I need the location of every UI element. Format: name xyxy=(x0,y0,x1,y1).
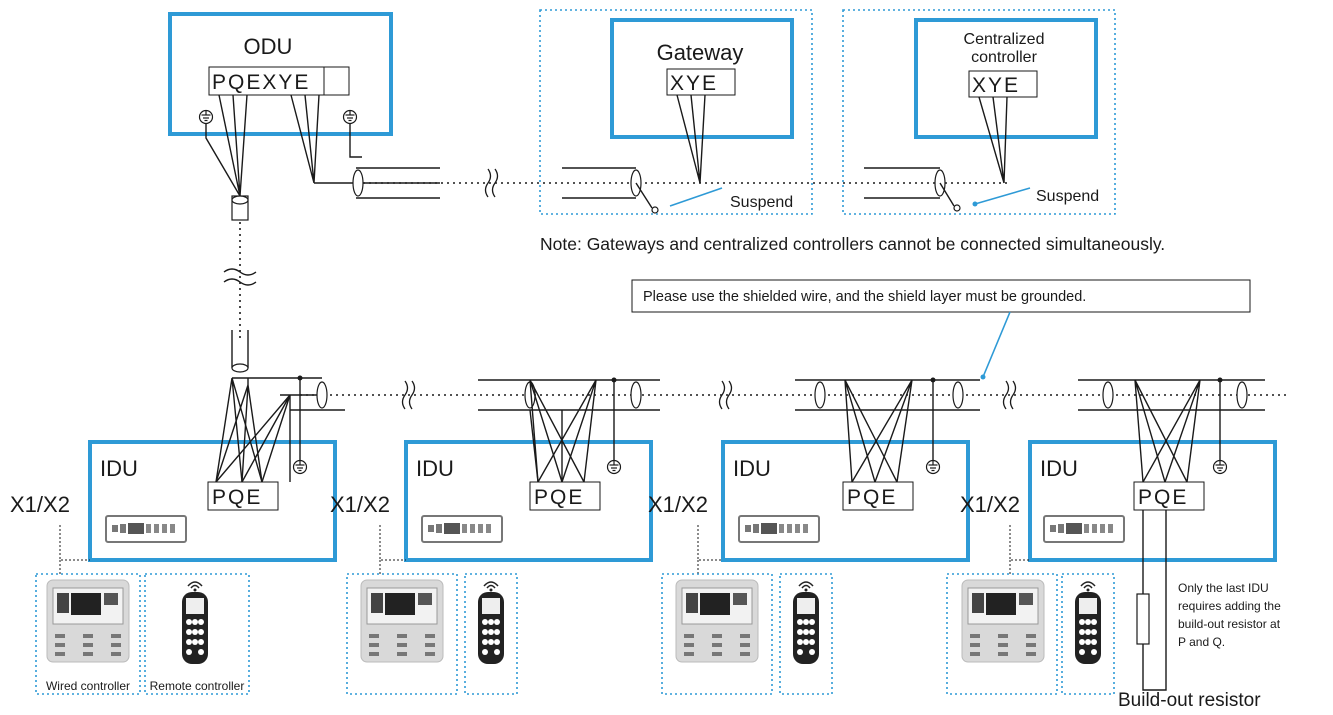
idu-bus-wiring xyxy=(232,375,1290,411)
idu-4: IDU PQE X1/X2 Only the last IDU requires… xyxy=(946,379,1281,711)
resistor-note-line4: P and Q. xyxy=(1178,635,1225,649)
idu-box xyxy=(88,440,337,562)
idu-port-label: X1/X2 xyxy=(330,492,390,517)
idu-port-label: X1/X2 xyxy=(10,492,70,517)
shielded-cable-icon xyxy=(630,381,642,409)
wired-controller-frame xyxy=(35,573,141,695)
idu-port-label: X1/X2 xyxy=(648,492,708,517)
remote-controller-icon xyxy=(792,581,820,665)
gateway-suspend-label: Suspend xyxy=(730,194,793,211)
odu-terminals: PQEXYE xyxy=(212,71,310,94)
idu-box xyxy=(404,440,653,562)
break-mark-icon xyxy=(718,380,733,410)
remote-controller-frame xyxy=(144,573,250,695)
ground-icon xyxy=(925,459,941,475)
resistor-note-line1: Only the last IDU xyxy=(1178,581,1269,595)
idu-box xyxy=(1028,440,1277,562)
gateway-dashed-frame xyxy=(539,9,813,215)
centralized-dashed-frame xyxy=(842,9,1116,215)
idu-title: IDU xyxy=(733,456,771,481)
idu-title: IDU xyxy=(1040,456,1078,481)
idu-2: IDU PQE X1/X2 xyxy=(330,379,653,695)
ground-icon xyxy=(292,459,308,475)
idu-terminals: PQE xyxy=(847,486,897,509)
odu-unit: ODU PQEXYE xyxy=(168,12,393,136)
remote-controller-frame xyxy=(1061,573,1115,695)
odu-wiring xyxy=(205,94,1010,373)
gateway-group: Gateway XYE Suspend xyxy=(539,9,813,215)
ground-icon xyxy=(198,109,214,125)
wired-controller-icon xyxy=(675,579,759,663)
centralized-title-line1: Centralized xyxy=(964,31,1045,48)
centralized-terminals: XYE xyxy=(972,74,1020,97)
wired-controller-icon xyxy=(46,579,130,663)
display-panel-icon xyxy=(421,515,503,543)
gateway-terminals: XYE xyxy=(670,72,718,95)
wired-controller-frame xyxy=(346,573,458,695)
odu-terminal-block xyxy=(208,66,350,96)
wired-controller-icon xyxy=(360,579,444,663)
shielded-cable-icon xyxy=(814,381,826,409)
shielded-cable-icon xyxy=(352,169,364,197)
remote-controller-icon xyxy=(181,581,209,665)
idu-terminal-block xyxy=(207,481,279,511)
idu-terminal-block xyxy=(529,481,601,511)
shielded-cable-icon xyxy=(1236,381,1248,409)
gateway-terminal-block xyxy=(666,68,736,96)
wired-controller-frame xyxy=(946,573,1058,695)
display-panel-icon xyxy=(105,515,187,543)
shielded-cable-icon xyxy=(1102,381,1114,409)
ground-icon xyxy=(342,109,358,125)
remote-controller-icon xyxy=(477,581,505,665)
wired-controller-frame xyxy=(661,573,773,695)
odu-box xyxy=(168,12,393,136)
note-text: Note: Gateways and centralized controlle… xyxy=(540,234,1165,254)
idu-port-label: X1/X2 xyxy=(960,492,1020,517)
remote-controller-label: Remote controller xyxy=(150,679,245,693)
remote-controller-frame xyxy=(779,573,833,695)
wired-controller-label: Wired controller xyxy=(46,679,130,693)
remote-controller-icon xyxy=(1074,581,1102,665)
build-out-resistor-label: Build-out resistor xyxy=(1118,690,1261,711)
centralized-controller-group: Centralized controller XYE Suspend xyxy=(842,9,1116,215)
shielded-cable-icon xyxy=(952,381,964,409)
shielded-cable-icon xyxy=(231,363,249,373)
centralized-title-line2: controller xyxy=(971,49,1037,66)
resistor-note-line2: requires adding the xyxy=(1178,599,1281,613)
idu-title: IDU xyxy=(100,456,138,481)
idu-title: IDU xyxy=(416,456,454,481)
callout-text: Please use the shielded wire, and the sh… xyxy=(643,289,1086,305)
centralized-terminal-block xyxy=(968,70,1038,98)
resistor-note-line3: build-out resistor at xyxy=(1178,617,1281,631)
idu-box xyxy=(721,440,970,562)
display-panel-icon xyxy=(1043,515,1125,543)
wired-controller-icon xyxy=(961,579,1045,663)
callout-box xyxy=(631,279,1251,313)
ground-icon xyxy=(1212,459,1228,475)
display-panel-icon xyxy=(738,515,820,543)
idu-terminals: PQE xyxy=(534,486,584,509)
idu-terminal-block xyxy=(842,481,914,511)
remote-controller-frame xyxy=(464,573,518,695)
idu-terminals: PQE xyxy=(212,486,262,509)
shielded-cable-icon xyxy=(231,195,249,205)
ground-icon xyxy=(606,459,622,475)
idu-terminal-block xyxy=(1133,481,1205,511)
idu-3: IDU PQE X1/X2 xyxy=(648,379,970,695)
odu-title: ODU xyxy=(244,34,293,59)
break-mark-icon xyxy=(484,168,499,198)
gateway-title: Gateway xyxy=(657,40,744,65)
centralized-suspend-label: Suspend xyxy=(1036,188,1099,205)
resistor-icon xyxy=(1136,593,1150,645)
idu-terminals: PQE xyxy=(1138,486,1188,509)
shielded-cable-icon xyxy=(316,381,328,409)
idu-1: IDU PQE X1/X2 Wired controller Remote co… xyxy=(10,377,337,695)
